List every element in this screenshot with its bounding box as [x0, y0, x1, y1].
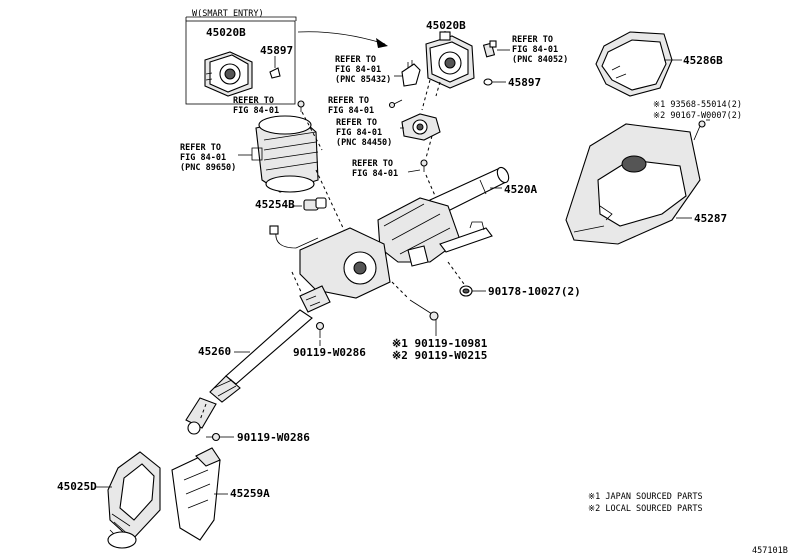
- part-45286b-upper-cover[interactable]: [595, 31, 673, 97]
- svg-text:FIG 84-01: FIG 84-01: [512, 45, 558, 55]
- part-90178-label[interactable]: 90178-10027(2): [488, 285, 581, 298]
- smart-entry-group: W(SMART ENTRY) 45020B 45897: [185, 9, 388, 105]
- part-90119-w0286-upper-bolt[interactable]: [315, 321, 325, 339]
- part-45260-label[interactable]: 45260: [198, 345, 231, 358]
- dashed-guides-ignition: [421, 79, 441, 199]
- note-japan-sourced: ※1 JAPAN SOURCED PARTS: [588, 492, 703, 502]
- screw-ignition-icon[interactable]: [388, 99, 403, 109]
- part-93568-label[interactable]: ※1 93568-55014(2): [653, 100, 742, 110]
- svg-text:(PNC 85432): (PNC 85432): [335, 75, 391, 85]
- dashed-guides-shaft: [199, 271, 303, 421]
- part-89650-assist-motor[interactable]: [251, 115, 319, 193]
- ref-left-upper-text: REFER TO FIG 84-01: [233, 96, 279, 116]
- svg-text:FIG 84-01: FIG 84-01: [352, 169, 398, 179]
- svg-text:FIG 84-01: FIG 84-01: [233, 106, 279, 116]
- part-45254b-clamp[interactable]: [303, 197, 327, 211]
- svg-text:REFER TO: REFER TO: [180, 143, 221, 153]
- smart-entry-arrowhead: [376, 38, 388, 48]
- part-45897-label[interactable]: 45897: [508, 76, 541, 89]
- part-45286b-label[interactable]: 45286B: [683, 54, 723, 67]
- ref-84052-text: REFER TO FIG 84-01 (PNC 84052): [512, 35, 568, 65]
- svg-text:REFER TO: REFER TO: [328, 96, 369, 106]
- part-45020b-ignition-switch[interactable]: [425, 31, 475, 89]
- part-45259a-bracket[interactable]: [171, 447, 221, 541]
- leader-ref-mid: [407, 169, 421, 173]
- part-90119-w0286-lower-bolt[interactable]: [206, 432, 221, 442]
- smart-entry-arrow: [297, 31, 386, 45]
- part-90167-label[interactable]: ※2 90167-W0007(2): [653, 111, 742, 121]
- ref-85432-text: REFER TO FIG 84-01 (PNC 85432): [335, 55, 391, 85]
- smart-entry-bracket: [185, 16, 297, 21]
- svg-text:(PNC 84450): (PNC 84450): [336, 138, 392, 148]
- part-84052-connector[interactable]: [482, 40, 497, 58]
- ref-mid-upper-text: REFER TO FIG 84-01: [328, 96, 374, 116]
- part-85432-transponder[interactable]: [401, 60, 421, 87]
- dashed-guide-bolt: [391, 281, 409, 299]
- screw-cover-icon[interactable]: [693, 120, 706, 141]
- part-4520a-label[interactable]: 4520A: [504, 183, 537, 196]
- svg-text:REFER TO: REFER TO: [335, 55, 376, 65]
- part-45260-intermediate-shaft[interactable]: [185, 285, 331, 435]
- part-90119-w0286-upper-label[interactable]: 90119-W0286: [293, 346, 366, 359]
- part-90119-w0286-lower-label[interactable]: 90119-W0286: [237, 431, 310, 444]
- part-90119-10981-label[interactable]: ※1 90119-10981: [392, 337, 488, 350]
- part-45287-label[interactable]: 45287: [694, 212, 727, 225]
- steering-column-assembly[interactable]: [269, 166, 511, 299]
- svg-text:REFER TO: REFER TO: [336, 118, 377, 128]
- smart-entry-frame: [185, 20, 296, 105]
- part-45025d-label[interactable]: 45025D: [57, 480, 97, 493]
- part-45254b-label[interactable]: 45254B: [255, 198, 295, 211]
- svg-text:FIG 84-01: FIG 84-01: [336, 128, 382, 138]
- svg-text:FIG 84-01: FIG 84-01: [180, 153, 226, 163]
- dashed-guide-90178: [447, 261, 465, 285]
- ref-84450-text: REFER TO FIG 84-01 (PNC 84450): [336, 118, 392, 148]
- motor-group: REFER TO FIG 84-01 REFER TO FIG 84-01 (P…: [180, 96, 345, 231]
- part-45897-smart-label[interactable]: 45897: [260, 44, 293, 57]
- ignition-switch-group: 45020B REFER TO FIG 84-01 (PNC 84052) 45…: [328, 19, 568, 199]
- part-45254b-group: 45254B: [255, 197, 327, 211]
- note-local-sourced: ※2 LOCAL SOURCED PARTS: [588, 504, 703, 514]
- ref-mid-text: REFER TO FIG 84-01: [352, 159, 398, 179]
- screw-motor-icon[interactable]: [297, 100, 305, 112]
- figure-id: 457101B: [752, 546, 788, 556]
- part-45259a-label[interactable]: 45259A: [230, 487, 270, 500]
- screw-lower-icon[interactable]: [420, 159, 428, 172]
- part-84450-sensor[interactable]: [401, 113, 441, 141]
- svg-text:REFER TO: REFER TO: [512, 35, 553, 45]
- svg-text:(PNC 84052): (PNC 84052): [512, 55, 568, 65]
- svg-text:REFER TO: REFER TO: [352, 159, 393, 169]
- part-90119-w0215-label[interactable]: ※2 90119-W0215: [392, 349, 487, 362]
- svg-text:REFER TO: REFER TO: [233, 96, 274, 106]
- part-45020b-smart-label[interactable]: 45020B: [206, 26, 246, 39]
- part-90178-nut[interactable]: [459, 285, 473, 297]
- part-45897-icon[interactable]: [483, 78, 493, 86]
- svg-text:FIG 84-01: FIG 84-01: [335, 65, 381, 75]
- part-90119-bolt-icon[interactable]: [409, 299, 439, 321]
- smart-entry-label: W(SMART ENTRY): [192, 9, 264, 19]
- part-45897-smart-icon[interactable]: [269, 67, 281, 79]
- part-45287-lower-cover[interactable]: [565, 123, 701, 245]
- svg-text:FIG 84-01: FIG 84-01: [328, 106, 374, 116]
- part-45020b-label[interactable]: 45020B: [426, 19, 466, 32]
- part-45025d-boot[interactable]: [107, 451, 161, 549]
- part-45020b-smart-entry-switch[interactable]: [204, 51, 253, 97]
- ref-89650-text: REFER TO FIG 84-01 (PNC 89650): [180, 143, 236, 173]
- dashed-guides-motor: [301, 111, 345, 231]
- svg-text:(PNC 89650): (PNC 89650): [180, 163, 236, 173]
